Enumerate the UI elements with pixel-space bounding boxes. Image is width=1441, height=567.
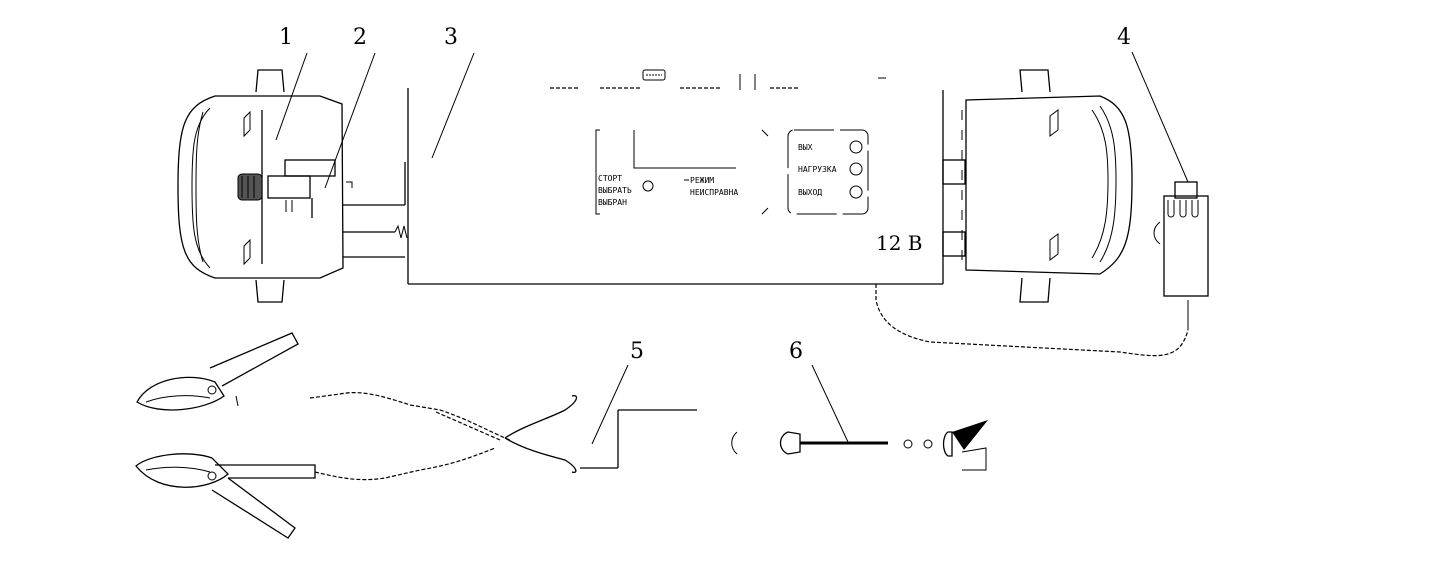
panel-left-caption2: НЕИСПРАВНА (690, 188, 738, 197)
callout-1: 1 (279, 25, 293, 50)
indicator-label-3: ВЫХОД (798, 188, 822, 197)
main-housing: 12 В СТОРТ ВЫБРАТЬ ВЫБРАН РЕЖИМ НЕИСПРАВ… (407, 69, 1189, 357)
indicator-label-2: НАГРУЗКА (798, 165, 837, 174)
right-end-cap (942, 69, 1133, 303)
lead-junction (504, 394, 697, 474)
probe-assembly (731, 420, 988, 471)
knurled-knob-icon[interactable] (237, 173, 263, 201)
callout-6: 6 (789, 339, 803, 364)
upper-clamp (136, 332, 299, 411)
lower-clamp (135, 453, 316, 539)
callout-3: 3 (444, 25, 458, 50)
panel-left-line1: СТОРТ (598, 174, 622, 183)
select-button-icon[interactable] (642, 180, 654, 192)
indicator-lamp-1-icon (849, 140, 863, 154)
top-connector-icon (642, 69, 666, 81)
adapter-bracket (267, 159, 408, 258)
callout-numbers: 1 2 3 4 5 6 (279, 25, 1131, 364)
panel-left-line2: ВЫБРАТЬ (598, 186, 632, 195)
panel-left-line3: ВЫБРАН (598, 198, 627, 207)
plug-connector (1153, 181, 1209, 330)
indicator-panel-right: ВЫХ НАГРУЗКА ВЫХОД (787, 129, 869, 215)
panel-left-caption1: РЕЖИМ (690, 176, 714, 185)
leader-lines (275, 51, 1189, 445)
voltage-label: 12 В (876, 231, 923, 255)
indicator-lamp-3-icon (849, 185, 863, 199)
indicator-label-1: ВЫХ (798, 143, 813, 152)
callout-4: 4 (1117, 25, 1131, 50)
probe-tip-icon (952, 420, 988, 450)
left-end-cap (177, 69, 344, 303)
control-panel-left: СТОРТ ВЫБРАТЬ ВЫБРАН РЕЖИМ НЕИСПРАВНА (595, 129, 769, 215)
indicator-lamp-2-icon (849, 162, 863, 176)
callout-5: 5 (630, 339, 644, 364)
callout-2: 2 (353, 25, 367, 50)
clamp-lead-assembly (135, 332, 697, 539)
